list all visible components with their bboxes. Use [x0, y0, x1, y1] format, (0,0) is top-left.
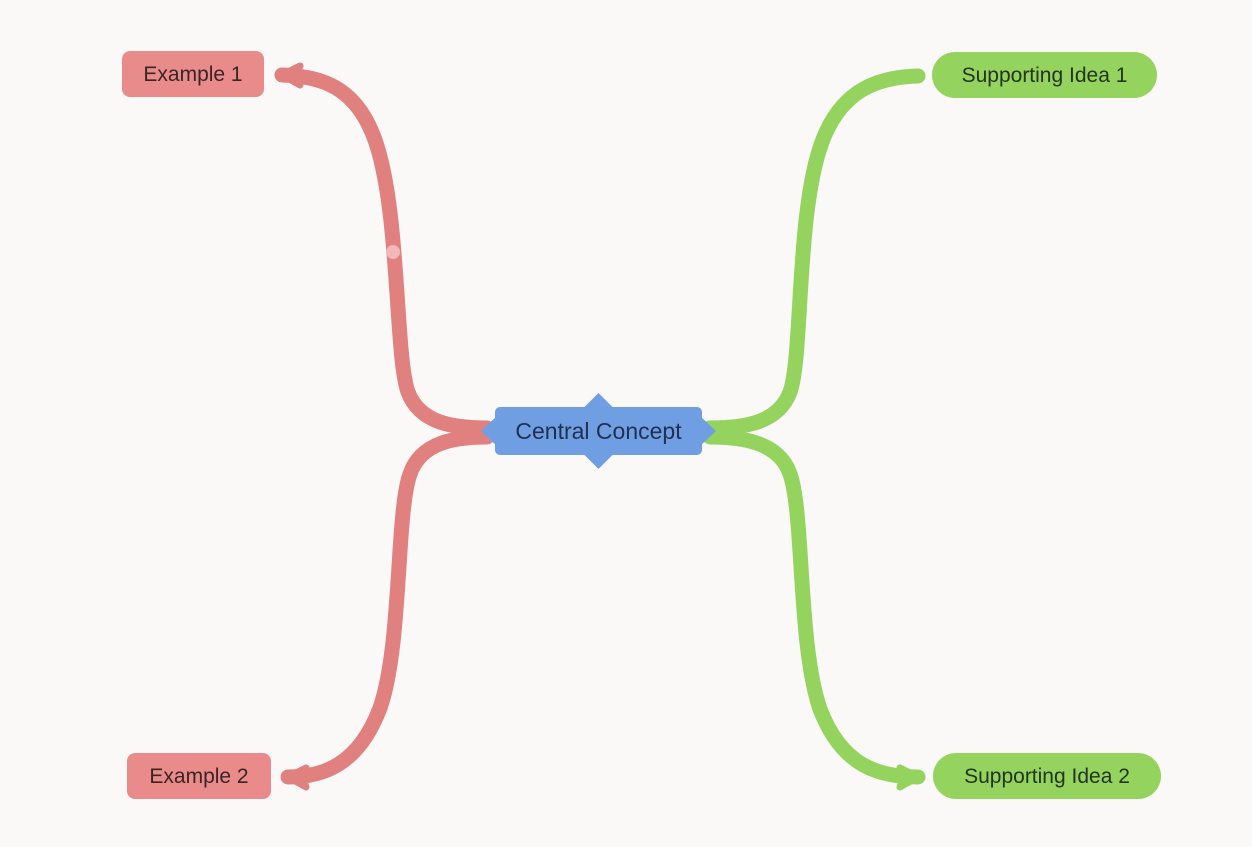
node-example-1-label: Example 1: [143, 62, 243, 86]
edge-central-supporting-idea-2-arrowhead: [896, 764, 922, 791]
edge-central-supporting-idea-2: [702, 429, 926, 791]
edge-midpoint-dot: [386, 245, 400, 259]
edge-central-example-2: [280, 429, 495, 791]
node-supporting-idea-2[interactable]: Supporting Idea 2: [933, 753, 1161, 799]
edge-central-example-2-arrowhead: [284, 764, 310, 791]
edge-central-example-1-path: [274, 67, 495, 436]
edge-central-example-1-arrowhead: [278, 62, 304, 89]
edge-central-supporting-idea-2-path: [702, 429, 926, 785]
edge-central-supporting-idea-1-path: [702, 68, 926, 436]
node-supporting-idea-1[interactable]: Supporting Idea 1: [932, 52, 1157, 98]
edge-central-supporting-idea-1: [688, 68, 926, 441]
node-central-concept-label: Central Concept: [515, 417, 682, 444]
edge-central-example-1: [274, 62, 495, 436]
node-supporting-idea-1-label: Supporting Idea 1: [961, 63, 1128, 87]
node-supporting-idea-2-label: Supporting Idea 2: [964, 764, 1130, 788]
node-example-2[interactable]: Example 2: [127, 753, 271, 799]
edge-central-example-2-path: [280, 429, 495, 785]
node-example-2-label: Example 2: [149, 764, 249, 788]
node-central-concept[interactable]: Central Concept: [495, 407, 702, 455]
node-example-1[interactable]: Example 1: [122, 51, 264, 97]
